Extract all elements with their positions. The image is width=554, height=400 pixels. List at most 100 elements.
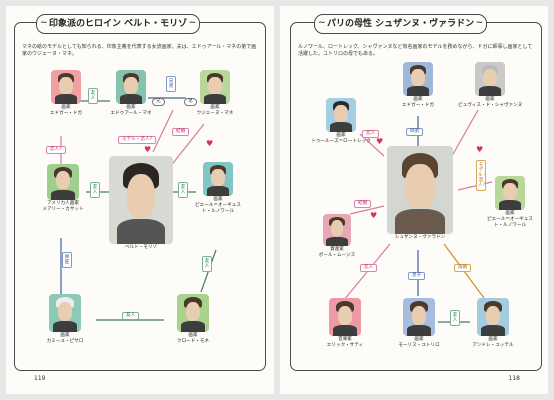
role-cassatt: アメリカ人画家 (47, 201, 79, 206)
tag-model-lover: モデル・恋人? (118, 136, 157, 144)
right-page-title: パリの母性 シュザンヌ・ヴァラドン (314, 14, 488, 34)
person-edouard-manet: 画家 エドゥアール・マネ (106, 70, 156, 117)
role-renoir-right: 画家 (505, 211, 515, 216)
left-page-title: 印象派のヒロイン ベルト・モリゾ (36, 14, 201, 34)
name-utrillo: モーリス・ユトリロ (398, 343, 440, 349)
portrait-degas (51, 70, 81, 104)
heart-icon: ♥ (376, 137, 384, 146)
person-lautrec: 画家 トゥールーズ＝ロートレック (310, 98, 372, 145)
name-utter: アンドレ・ユッテル (472, 343, 514, 349)
tag-utter-valadon: 再婚 (454, 264, 472, 272)
role-renoir-left: 画家 (213, 197, 223, 202)
line-renoir-valadon (457, 181, 493, 191)
right-page-intro: ルノワール、ロートレック、シャヴァンヌなど有名画家のモデルを務めながら、ドガに師… (298, 44, 533, 57)
portrait-morisot (109, 156, 173, 244)
role-edouard-manet: 画家 (126, 105, 136, 110)
line-mousis-valadon (349, 205, 385, 215)
role-degas-right: 画家 (413, 97, 423, 102)
person-degas-right: 画家 エドガー・ドガ (392, 62, 444, 109)
role-utter: 画家 (488, 337, 498, 342)
name-mousis: ポール・ムージス (318, 253, 356, 259)
portrait-monet (177, 294, 209, 332)
person-valadon: シュザンヌ・ヴァラドン (384, 146, 456, 240)
tag-cassatt-pissarro: 師匠 (62, 252, 72, 268)
name-renoir-right: ピエール＝オーギュスト・ルノワール (487, 217, 533, 228)
left-page-number: 119 (34, 375, 46, 382)
name-morisot: ベルト・モリゾ (124, 245, 158, 250)
tag-model-lover-right: モデル・恋人? (476, 160, 487, 191)
tag-married: 結婚 (172, 128, 190, 136)
tag-edouard-eugene: 兄弟 (166, 76, 176, 92)
name-valadon: シュザンヌ・ヴァラドン (394, 235, 446, 240)
tag-renoir-monet: 友人 (202, 256, 212, 272)
name-degas-right: エドガー・ドガ (401, 103, 435, 109)
portrait-pissarro (49, 294, 81, 332)
person-renoir-right: 画家 ピエール＝オーギュスト・ルノワール (484, 176, 536, 228)
tag-degas-cassatt: 恋人? (46, 146, 66, 154)
name-chavannes: ピュヴィス・ド・シャヴァンヌ (458, 103, 523, 109)
right-page: パリの母性 シュザンヌ・ヴァラドン ルノワール、ロートレック、シャヴァンヌなど有… (280, 6, 548, 394)
name-cassatt: メアリー・カサット (42, 207, 84, 213)
portrait-mousis (323, 214, 351, 246)
tag-brother: 兄 (152, 98, 165, 106)
role-eugene-manet: 画家 (210, 105, 220, 110)
role-utrillo: 画家 (414, 337, 424, 342)
portrait-lautrec (326, 98, 356, 132)
portrait-chavannes (475, 62, 505, 96)
name-edouard-manet: エドゥアール・マネ (110, 111, 152, 117)
person-utter: 画家 アンドレ・ユッテル (466, 298, 520, 349)
name-lautrec: トゥールーズ＝ロートレック (311, 139, 371, 145)
name-renoir-left: ピエール＝オーギュスト・ルノワール (195, 203, 241, 214)
portrait-renoir-left (203, 162, 233, 196)
tag-cassatt-morisot: 友人 (90, 182, 100, 198)
left-page-intro: マネの絵のモデルとしても知られる、印象主義を代表する女流画家。夫は、エドゥアール… (22, 44, 257, 57)
portrait-utrillo (403, 298, 435, 336)
person-chavannes: 画家 ピュヴィス・ド・シャヴァンヌ (458, 62, 522, 109)
person-utrillo: 画家 モーリス・ユトリロ (392, 298, 446, 349)
tag-utrillo-utter: 友人 (450, 310, 460, 326)
tag-mousis-valadon: 結婚 (354, 200, 372, 208)
line-chavannes-valadon (451, 109, 479, 157)
person-mousis: 資産家 ポール・ムージス (310, 214, 364, 259)
portrait-satie (329, 298, 361, 336)
heart-icon: ♥ (144, 145, 152, 154)
role-chavannes: 画家 (485, 97, 495, 102)
tag-son: 息子 (408, 272, 426, 280)
name-satie: エリック・サティ (326, 343, 364, 349)
tag-lautrec-valadon: 恋人 (362, 130, 380, 138)
person-satie: 音楽家 エリック・サティ (318, 298, 372, 349)
tag-degas-valadon: 師弟 (406, 128, 424, 136)
heart-icon: ♥ (370, 211, 378, 220)
role-degas: 画家 (61, 105, 71, 110)
portrait-degas-right (403, 62, 433, 96)
portrait-edouard-manet (116, 70, 146, 104)
name-eugene-manet: ウジェーヌ・マネ (196, 111, 234, 117)
tag-younger-brother: 弟 (184, 98, 197, 106)
person-monet: 画家 クロード・モネ (166, 294, 220, 345)
portrait-eugene-manet (200, 70, 230, 104)
line-edouard-morisot (152, 109, 174, 153)
role-monet: 画家 (188, 333, 198, 338)
person-renoir-left: 画家 ピエール＝オーギュスト・ルノワール (192, 162, 244, 214)
person-eugene-manet: 画家 ウジェーヌ・マネ (190, 70, 240, 117)
role-mousis: 資産家 (330, 247, 344, 252)
name-monet: クロード・モネ (176, 339, 210, 345)
name-degas: エドガー・ドガ (49, 111, 83, 117)
person-morisot: ベルト・モリゾ (106, 156, 176, 250)
portrait-valadon (387, 146, 453, 234)
tag-pissarro-monet: 友人 (122, 312, 140, 320)
role-satie: 音楽家 (338, 337, 352, 342)
tag-degas-edouard: 友人 (88, 88, 98, 104)
name-pissarro: カミーユ・ピサロ (46, 339, 84, 345)
right-page-number: 118 (508, 375, 520, 382)
heart-icon: ♥ (476, 145, 484, 154)
role-pissarro: 画家 (60, 333, 70, 338)
tag-morisot-renoir: 友人 (178, 182, 188, 198)
person-pissarro: 画家 カミーユ・ピサロ (38, 294, 92, 345)
person-degas: 画家 エドガー・ドガ (44, 70, 88, 117)
role-lautrec: 画家 (336, 133, 346, 138)
portrait-utter (477, 298, 509, 336)
person-cassatt: アメリカ人画家 メアリー・カサット (34, 164, 92, 213)
portrait-cassatt (47, 164, 79, 200)
